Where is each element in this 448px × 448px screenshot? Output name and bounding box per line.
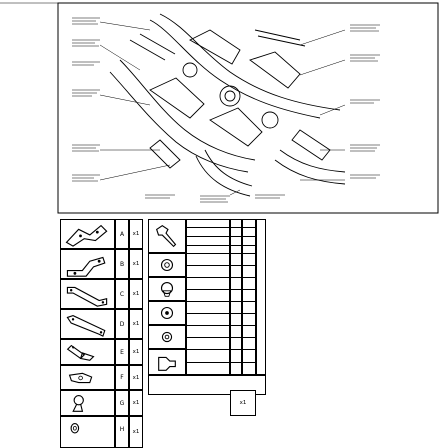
hardware-cell-4 (148, 301, 186, 325)
side-qty-box: x1 (230, 390, 256, 416)
spec-divider (186, 265, 256, 266)
bracket-bent-icon (66, 256, 106, 277)
letter-cell-e: E (115, 339, 129, 365)
part-letter: F (120, 374, 124, 381)
nut-icon (160, 306, 174, 320)
spec-divider (186, 362, 256, 363)
tow-ball-icon (72, 395, 84, 412)
part-cell-b (60, 249, 115, 279)
qty-cell-a: x1 (129, 219, 143, 249)
part-letter: G (119, 400, 125, 407)
qty-cell-c: x1 (129, 279, 143, 309)
spec-divider (186, 277, 256, 278)
side-column (256, 219, 266, 375)
part-cell-g (60, 390, 115, 416)
spec-column-3 (242, 219, 256, 375)
letter-cell-a: A (115, 219, 129, 249)
part-cell-a (60, 219, 115, 249)
lock-nut-icon (160, 282, 174, 297)
letter-cell-h: H (115, 416, 129, 448)
spec-column-1 (186, 219, 230, 375)
spec-divider (186, 313, 256, 314)
spec-divider (186, 227, 256, 228)
part-cell-h (60, 416, 115, 448)
spec-divider (186, 289, 256, 290)
washer-icon (70, 423, 80, 434)
letter-cell-g: G (115, 390, 129, 416)
parts-table: A x1 B x1 C x1 (60, 219, 378, 448)
spec-divider (186, 301, 256, 302)
part-letter: C (119, 291, 125, 298)
bracket-angled-icon (65, 224, 108, 247)
qty-cell-e: x1 (129, 339, 143, 365)
part-letter: B (119, 261, 125, 268)
part-letter: E (120, 349, 124, 356)
hardware-cell-3 (148, 277, 186, 301)
letter-cell-d: D (115, 309, 129, 339)
qty-cell-g: x1 (129, 390, 143, 416)
part-letter: H (119, 426, 125, 433)
qty-cell-d: x1 (129, 309, 143, 339)
clip-icon (158, 356, 176, 371)
spec-divider (186, 337, 256, 338)
letter-cell-f: F (115, 365, 129, 390)
bracket-arm-icon (66, 286, 108, 307)
part-cell-f (60, 365, 115, 390)
spec-divider (186, 236, 256, 237)
hardware-cell-1 (148, 219, 186, 253)
letter-cell-c: C (115, 279, 129, 309)
qty-cell-f: x1 (129, 365, 143, 390)
letter-cell-b: B (115, 249, 129, 279)
spec-divider (186, 245, 256, 246)
nut-small-icon (161, 331, 173, 343)
assembly-drawing (0, 0, 448, 214)
hardware-cell-6 (148, 349, 186, 375)
spec-divider (186, 349, 256, 350)
spec-column-2 (230, 219, 242, 375)
ball-mount-icon (66, 344, 95, 361)
part-cell-c (60, 279, 115, 309)
large-bolt-icon (155, 224, 177, 248)
qty-cell-h: x1 (129, 416, 143, 448)
hardware-cell-5 (148, 325, 186, 349)
qty-cell-b: x1 (129, 249, 143, 279)
bracket-straight-icon (66, 314, 106, 337)
part-letter: D (119, 321, 125, 328)
spec-divider (186, 253, 256, 254)
hardware-cell-2 (148, 253, 186, 277)
socket-plate-icon (68, 372, 93, 384)
washer-nut-icon (160, 258, 174, 272)
towbar-assembly-illustration (0, 2, 439, 214)
part-cell-e (60, 339, 115, 365)
part-letter: A (119, 231, 125, 238)
part-cell-d (60, 309, 115, 339)
spec-divider (186, 325, 256, 326)
